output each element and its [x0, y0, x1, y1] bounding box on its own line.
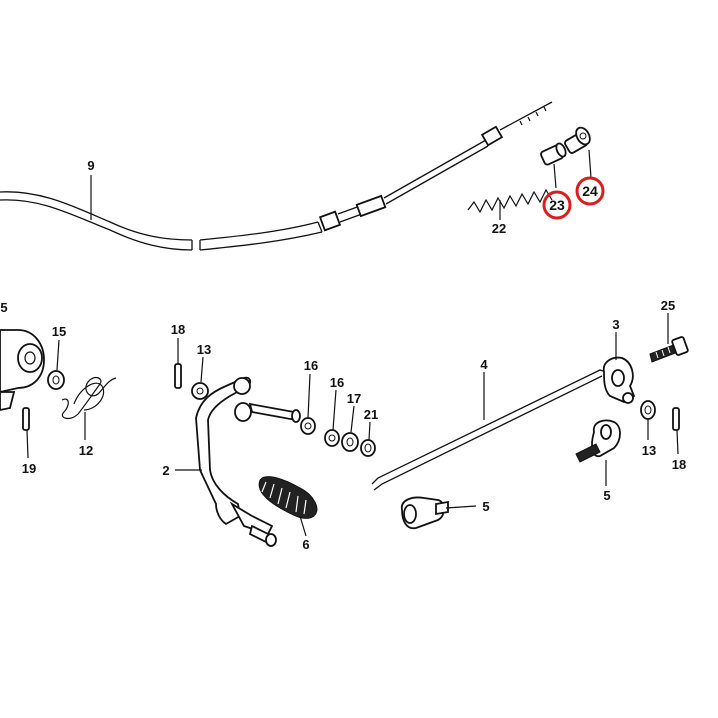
label-2: 2 [162, 463, 169, 478]
brake-arm-part-3 [602, 356, 636, 404]
label-3: 3 [612, 317, 619, 332]
label-5-left: 5 [0, 300, 7, 315]
label-12: 12 [79, 443, 93, 458]
label-17: 17 [347, 391, 361, 406]
pivot-assembly-left [0, 329, 45, 411]
brake-pedal-part-2 [195, 376, 301, 547]
label-25: 25 [661, 298, 675, 313]
brake-cable [0, 101, 553, 251]
brake-rod-part-4 [371, 369, 607, 491]
washer-part-15 [47, 370, 65, 390]
return-spring-part-12 [61, 376, 117, 420]
pedal-rubber-part-6 [258, 476, 318, 519]
leader-lines [26, 149, 679, 537]
cotter-pin-part-18-right [672, 407, 680, 431]
washer-part-16-upper [300, 417, 316, 435]
washer-part-13-right [640, 400, 656, 420]
highlight-circle-23 [542, 190, 572, 220]
label-4: 4 [480, 357, 488, 372]
label-5-middle: 5 [482, 499, 489, 514]
label-9: 9 [87, 158, 94, 173]
label-16-lower: 16 [330, 375, 344, 390]
label-6: 6 [302, 537, 309, 552]
label-23: 23 [549, 197, 565, 213]
label-13-left: 13 [197, 342, 211, 357]
bolt-part-25 [649, 336, 689, 363]
washer-part-13-left [191, 382, 209, 400]
highlight-circle-24 [575, 176, 605, 206]
bolt-part-24 [564, 126, 591, 154]
collar-part-23 [540, 142, 567, 166]
label-15: 15 [52, 324, 66, 339]
clip-part-21 [360, 439, 376, 457]
label-5-right: 5 [603, 488, 610, 503]
cotter-pin-part-19 [22, 407, 30, 431]
joint-part-5-middle [400, 496, 449, 530]
label-18-left: 18 [171, 322, 185, 337]
joint-part-5-right [575, 419, 621, 463]
label-24: 24 [582, 183, 598, 199]
label-21: 21 [364, 407, 378, 422]
label-22: 22 [492, 221, 506, 236]
label-19: 19 [22, 461, 36, 476]
label-18-right: 18 [672, 457, 686, 472]
label-16-upper: 16 [304, 358, 318, 373]
spring-part-22 [467, 188, 553, 214]
label-13-right: 13 [642, 443, 656, 458]
washer-part-17 [341, 432, 359, 452]
cotter-pin-part-18-left [174, 363, 182, 389]
washer-part-16-lower [324, 429, 340, 447]
